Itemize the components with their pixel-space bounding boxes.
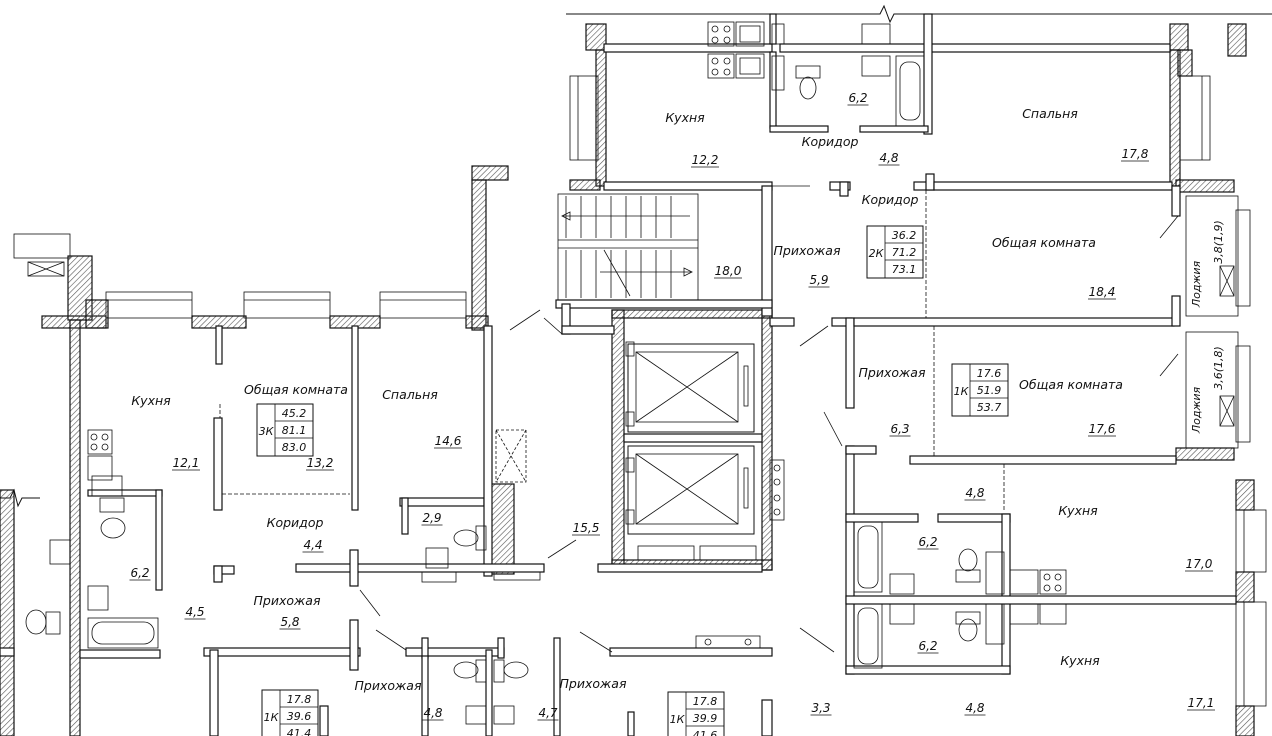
room-area-r-small-left: 4,5 (185, 605, 204, 619)
apartment-area-value: 39.6 (287, 710, 312, 723)
room-name-r-bedroom-3k: Спальня (382, 387, 438, 402)
apartment-badge-apt-2k: 2К 36.2 71.2 73.1 (866, 225, 924, 279)
loggia-area-loggia-bottom: 3,6(1,8) (1212, 346, 1225, 390)
room-name-r-hall-b1: Прихожая (355, 678, 422, 693)
apartment-type: 1К (670, 713, 686, 726)
room-name-r-hall-b2: Прихожая (560, 676, 627, 691)
room-area-r-corridor-3k: 4,4 (303, 538, 322, 552)
apartment-area-value: 71.2 (892, 246, 917, 259)
lift-shafts (625, 341, 757, 561)
room-area-r-kitchen-r2: 17,1 (1188, 696, 1215, 710)
apartment-area-value: 45.2 (282, 407, 307, 420)
room-name-r-hall-1k: Прихожая (859, 365, 926, 380)
room-labels: Кухня12,26,2Коридор4,8Спальня17,8Коридор… (129, 91, 1215, 721)
apartment-area-value: 81.1 (282, 424, 307, 437)
room-area-r-hall-1k: 6,3 (890, 422, 909, 436)
room-area-r-bath-r2: 6,2 (918, 639, 937, 653)
apartment-badge-apt-3k: 3К 45.2 81.1 83.0 (256, 403, 314, 457)
interior-walls (0, 13, 1237, 736)
apartment-area-value: 53.7 (977, 401, 1002, 414)
room-area-r-hall-b2: 4,7 (538, 706, 557, 720)
room-name-r-kitchen-r2: Кухня (1060, 653, 1100, 668)
apartment-type: 1К (264, 711, 280, 724)
room-area-r-kitchen-3k: 12,1 (173, 456, 200, 470)
fixtures (25, 21, 1067, 725)
staircase (495, 193, 699, 483)
apartment-area-value: 41.6 (693, 729, 718, 736)
apartment-area-value: 83.0 (282, 441, 307, 454)
room-name-r-living-1k: Общая комната (1019, 377, 1123, 392)
doors (219, 185, 1179, 653)
room-area-r-bath-top: 6,2 (848, 91, 867, 105)
apartment-type: 3К (259, 425, 275, 438)
apartment-type: 1К (954, 385, 970, 398)
loggia-name-loggia-bottom: Лоджия (1190, 386, 1203, 434)
apartment-badge-apt-1k-bc: 1К 17.8 39.9 41.6 (667, 691, 725, 736)
room-name-r-corridor-top: Коридор (802, 134, 859, 149)
apartment-area-value: 17.8 (287, 693, 312, 706)
apartment-badge-apt-1k-bl: 1К 17.8 39.6 41.4 (261, 689, 319, 736)
room-name-r-hall-2k: Прихожая (774, 243, 841, 258)
room-area-r-kitchen-r1: 17,0 (1186, 557, 1213, 571)
windows (0, 4, 1272, 707)
room-area-r-living-2k: 18,4 (1089, 285, 1116, 299)
room-area-r-bedroom-3k: 14,6 (435, 434, 462, 448)
room-area-r-hall-b1: 4,8 (423, 706, 442, 720)
apartment-area-value: 51.9 (977, 384, 1002, 397)
room-area-r-bath-3k: 2,9 (422, 511, 441, 525)
room-name-r-kitchen-top: Кухня (665, 110, 705, 125)
loggia-area-loggia-top: 3,8(1,9) (1212, 220, 1225, 264)
room-area-r-hall-r1: 4,8 (965, 486, 984, 500)
room-area-r-wc-left: 6,2 (130, 566, 149, 580)
room-area-r-lobby: 15,5 (573, 521, 600, 535)
room-name-r-kitchen-r1: Кухня (1058, 503, 1098, 518)
loggia-labels: Лоджия 3,8(1,9) Лоджия 3,6(1,8) (1190, 220, 1225, 434)
room-area-r-stair: 18,0 (715, 264, 742, 278)
apartment-area-value: 36.2 (892, 229, 917, 242)
room-area-r-hall-left: 5,8 (280, 615, 299, 629)
apartment-area-value: 17.6 (977, 367, 1002, 380)
apartment-area-value: 73.1 (892, 263, 917, 276)
room-name-r-living-3k: Общая комната (244, 382, 348, 397)
room-area-r-bedroom-top: 17,8 (1122, 147, 1149, 161)
room-area-r-living-1k: 17,6 (1089, 422, 1116, 436)
room-name-r-corridor-2k: Коридор (862, 192, 919, 207)
room-area-r-hall-2k: 5,9 (809, 273, 828, 287)
room-area-r-bath-r1: 6,2 (918, 535, 937, 549)
room-name-r-hall-left: Прихожая (254, 593, 321, 608)
room-name-r-corridor-3k: Коридор (267, 515, 324, 530)
apartment-area-value: 17.8 (693, 695, 718, 708)
room-area-r-corridor-top: 4,8 (879, 151, 898, 165)
room-name-r-kitchen-3k: Кухня (131, 393, 171, 408)
room-name-r-bedroom-top: Спальня (1022, 106, 1078, 121)
room-area-r-small-b4: 4,8 (965, 701, 984, 715)
apartment-type: 2К (869, 247, 885, 260)
loggia-name-loggia-top: Лоджия (1190, 260, 1203, 308)
room-name-r-living-2k: Общая комната (992, 235, 1096, 250)
apartment-badges: 2К 36.2 71.2 73.1 1К 17.6 51.9 53.7 3К 45.2 81.1 83… (256, 225, 1009, 736)
room-area-r-living-3k: 13,2 (307, 456, 334, 470)
apartment-area-value: 41.4 (287, 727, 312, 736)
room-area-r-kitchen-top: 12,2 (692, 153, 719, 167)
room-area-r-small-b3: 3,3 (811, 701, 830, 715)
apartment-area-value: 39.9 (693, 712, 718, 725)
apartment-badge-apt-1k-right: 1К 17.6 51.9 53.7 (951, 363, 1009, 417)
